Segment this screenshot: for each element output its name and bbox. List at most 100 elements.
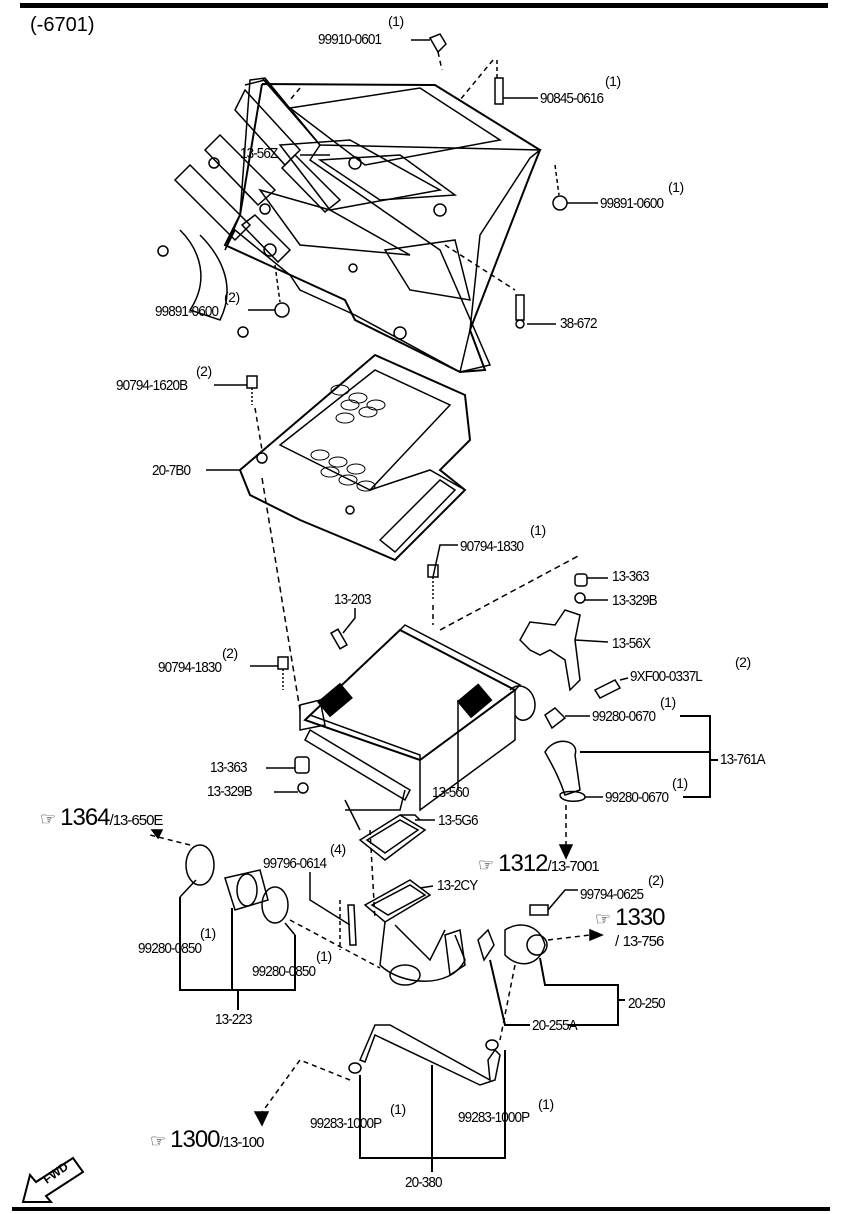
qty-99283-1000P: (1)	[390, 1101, 406, 1117]
part-99280-0670[interactable]: 99280-0670	[592, 708, 656, 725]
clamp-99280-0850	[185, 844, 215, 886]
part-20-380[interactable]: 20-380	[405, 1174, 443, 1191]
clamp-99280-0850	[261, 886, 289, 924]
grommet	[263, 243, 277, 257]
grommet	[433, 203, 447, 217]
part-20-250[interactable]: 20-250	[628, 995, 666, 1012]
qty-90845-0616: (1)	[605, 73, 621, 89]
hose-13-761A	[544, 740, 581, 796]
part-99283-1000P[interactable]: 99283-1000P	[458, 1109, 530, 1126]
duct-13-2CY	[363, 879, 432, 923]
qty-99891-0600: (1)	[668, 179, 684, 195]
part-13-56Z[interactable]: 13-56Z	[240, 145, 278, 162]
part-20-255A[interactable]: 20-255A	[532, 1017, 578, 1034]
part-13-363[interactable]: 13-363	[612, 568, 650, 585]
reference-1364[interactable]: ☞1364/13-650E	[40, 804, 163, 831]
reference-1330[interactable]: ☞1330	[595, 904, 666, 931]
valve-20-250	[504, 924, 546, 965]
bolt-99796-0614	[347, 904, 357, 946]
qty-99280-0850: (1)	[200, 925, 216, 941]
nut-99891-0600	[552, 195, 568, 211]
part-99794-0625[interactable]: 99794-0625	[580, 886, 644, 903]
intercooler-13-560	[303, 624, 536, 812]
part-99910-0601[interactable]: 99910-0601	[318, 31, 382, 48]
part-99280-0850[interactable]: 99280-0850	[138, 940, 202, 957]
hose-20-380	[359, 1024, 501, 1086]
part-13-329B[interactable]: 13-329B	[612, 592, 658, 609]
part-13-203[interactable]: 13-203	[334, 591, 372, 608]
part-90794-1830[interactable]: 90794-1830	[158, 659, 222, 676]
qty-90794-1830: (2)	[222, 645, 238, 661]
gasket-13-5G6	[358, 814, 427, 861]
clamp-99283-1000P	[485, 1039, 499, 1051]
grommet	[348, 156, 362, 170]
clip-99910-0601	[428, 33, 447, 54]
part-38-672[interactable]: 38-672	[560, 315, 598, 332]
bottom-rule	[12, 1207, 830, 1211]
part-13-761A[interactable]: 13-761A	[720, 751, 766, 768]
pointing-hand-icon: ☞	[595, 909, 612, 929]
part-90794-1830[interactable]: 90794-1830	[460, 538, 524, 555]
qty-90794-1830: (1)	[530, 522, 546, 538]
part-13-363[interactable]: 13-363	[210, 759, 248, 776]
cover-panel-1	[288, 87, 502, 166]
part-99891-0600[interactable]: 99891-0600	[155, 303, 219, 320]
pointing-hand-icon: ☞	[150, 1131, 167, 1151]
cover-panel-2	[278, 139, 443, 211]
part-13-329B[interactable]: 13-329B	[207, 783, 253, 800]
part-99283-1000P[interactable]: 99283-1000P	[310, 1115, 382, 1132]
reference-1300[interactable]: ☞1300/13-100	[150, 1126, 264, 1153]
part-9XF00-0337L[interactable]: 9XF00-0337L	[630, 668, 703, 685]
fwd-arrow-icon: FWD	[18, 1150, 88, 1205]
bolt-99794-0625	[529, 904, 549, 916]
bolt-90845-0616	[494, 77, 504, 105]
diagram-code: (-6701)	[30, 14, 95, 36]
gasket-20-255A	[477, 928, 495, 962]
mount-13-363	[294, 756, 310, 774]
part-20-7B0[interactable]: 20-7B0	[152, 462, 191, 479]
part-13-560[interactable]: 13-560	[432, 784, 470, 801]
collar-13-329B	[574, 592, 586, 604]
engine-cover-13-56Z	[157, 77, 543, 373]
bolt-90794-1620B	[246, 375, 258, 389]
part-99280-0670[interactable]: 99280-0670	[605, 789, 669, 806]
grommet	[348, 263, 358, 273]
mount-13-363	[574, 573, 588, 587]
reference-1312[interactable]: ☞1312/13-7001	[478, 850, 600, 877]
honeycomb-vents	[310, 384, 386, 492]
label-13-203	[330, 628, 348, 650]
pointing-hand-icon: ☞	[40, 809, 57, 829]
qty-99280-0850: (1)	[316, 948, 332, 964]
qty-99280-0670: (1)	[672, 775, 688, 791]
part-13-56X[interactable]: 13-56X	[612, 635, 651, 652]
part-90845-0616[interactable]: 90845-0616	[540, 90, 604, 107]
bracket-13-56X	[519, 609, 581, 692]
flange	[444, 929, 466, 977]
duct-inlet	[389, 964, 421, 986]
qty-99796-0614: (4)	[330, 841, 346, 857]
qty-99794-0625: (2)	[648, 872, 664, 888]
part-13-2CY[interactable]: 13-2CY	[437, 877, 478, 894]
part-99891-0600[interactable]: 99891-0600	[600, 195, 664, 212]
hose-13-223	[224, 869, 269, 911]
bracket	[299, 699, 326, 731]
bolt-9XF00-0337L	[593, 679, 622, 699]
qty-99283-1000P: (1)	[538, 1096, 554, 1112]
part-90794-1620B[interactable]: 90794-1620B	[116, 377, 188, 394]
collar-13-329B	[297, 782, 309, 794]
grommet	[393, 326, 407, 340]
reference-1330-part[interactable]: / 13-756	[615, 933, 664, 950]
qty-99280-0670: (1)	[660, 694, 676, 710]
bolt-38-672	[515, 294, 525, 321]
part-99280-0850[interactable]: 99280-0850	[252, 963, 316, 980]
part-99796-0614[interactable]: 99796-0614	[263, 855, 327, 872]
cover-panel-3	[258, 188, 411, 256]
cover-panel-4	[317, 154, 458, 201]
part-13-223[interactable]: 13-223	[215, 1011, 253, 1028]
clamp-99283-1000P	[348, 1062, 362, 1074]
qty-99910-0601: (1)	[388, 13, 404, 29]
bolt-90794-1830	[277, 656, 289, 670]
part-13-5G6[interactable]: 13-5G6	[438, 812, 479, 829]
